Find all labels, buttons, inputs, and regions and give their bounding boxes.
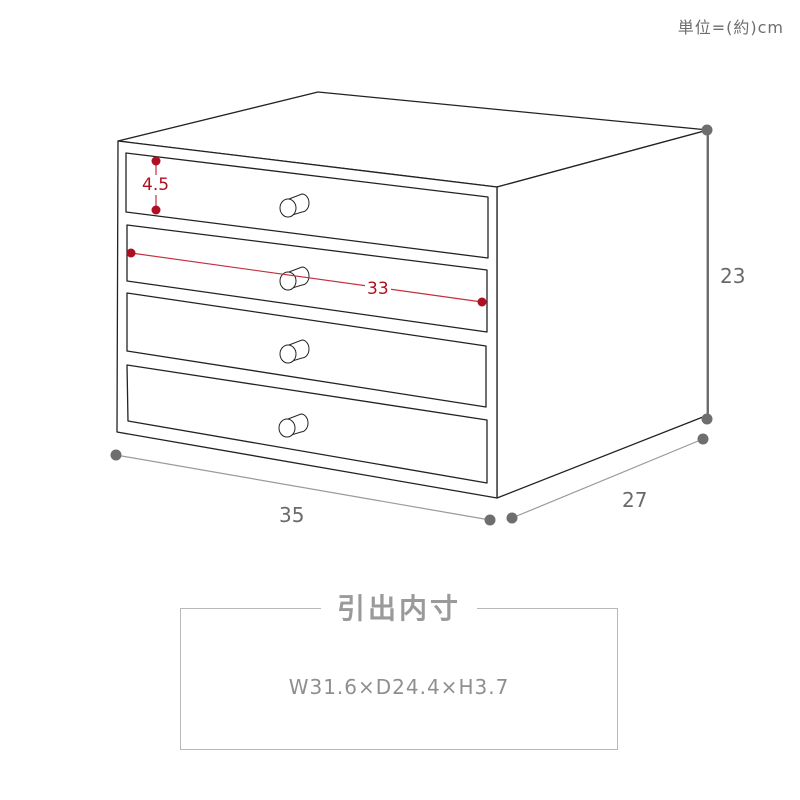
knob-1 bbox=[279, 193, 310, 218]
cabinet-side bbox=[496, 129, 709, 499]
knob-4 bbox=[278, 413, 309, 438]
drawer-inner-value: W31.6×D24.4×H3.7 bbox=[288, 675, 510, 699]
drawer-width-label: 33 bbox=[365, 279, 391, 299]
knob-2 bbox=[279, 266, 310, 291]
unit-label: 単位=(約)cm bbox=[677, 18, 784, 37]
drawer-height-label: 4.5 bbox=[140, 175, 172, 195]
drawer-inner-dimensions-box: 引出内寸 W31.6×D24.4×H3.7 bbox=[180, 587, 618, 750]
drawer-inner-title: 引出内寸 bbox=[320, 587, 478, 627]
width-label: 35 bbox=[279, 503, 305, 527]
knob-3 bbox=[279, 339, 310, 364]
depth-label: 27 bbox=[622, 488, 648, 512]
drawer-1 bbox=[125, 152, 489, 259]
drawer-4 bbox=[126, 364, 488, 484]
drawer-3 bbox=[126, 292, 487, 408]
drawer-width-dimension-line bbox=[130, 252, 483, 303]
drawer-2 bbox=[126, 224, 488, 333]
depth-dimension-line bbox=[511, 438, 704, 519]
width-dimension-line bbox=[115, 454, 491, 521]
height-label: 23 bbox=[720, 264, 746, 288]
